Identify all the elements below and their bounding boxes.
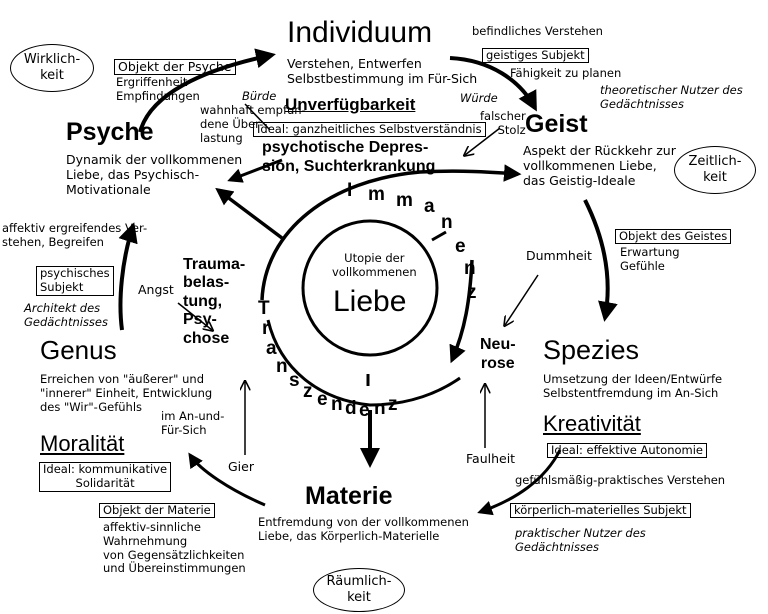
node-spezies-title: Spezies	[543, 335, 640, 365]
label-wuerde: Würde	[460, 91, 498, 105]
label-affektiv-sinnlich: affektiv-sinnliche Wahrnehmung von Gegen…	[103, 520, 246, 576]
center-utopia: Utopie der vollkommenen	[332, 251, 417, 279]
label-gefuehlsmaessig: gefühlsmäßig-praktisches Verstehen	[515, 473, 726, 487]
node-psyche-desc: Dynamik der vollkommenen Liebe, das Psyc…	[66, 152, 243, 197]
center-circle	[301, 219, 439, 357]
node-individuum-title: Individuum	[287, 16, 433, 49]
arrow-immanenz-to-neurose	[449, 259, 474, 364]
label-im-an-und-fuer-sich: im An-und- Für-Sich	[161, 409, 225, 437]
label-koerperlich-subjekt: körperlich-materielles Subjekt	[510, 503, 691, 519]
label-erwartung: Erwartung Gefühle	[620, 245, 680, 273]
arrow-spezies-to-materie	[477, 449, 562, 516]
arc-letter-transzendenz-9: d	[345, 398, 357, 419]
label-trauma: Trauma- belas- tung, Psy- chose	[183, 256, 246, 347]
arc-letter-immanenz-3: m	[396, 190, 413, 211]
arrow-psychotic-to-psyche	[227, 158, 283, 183]
label-wahnhaft: wahnhaft empfun- dene Über- lastung	[200, 103, 306, 145]
label-buerde: Bürde	[242, 89, 277, 103]
arc-letter-transzendenz-10: e	[359, 400, 370, 421]
center-liebe: Liebe	[333, 285, 407, 318]
arrow-wuerde-to-depression	[465, 127, 501, 155]
ellipse-raeumlichkeit: Räumlich- keit	[313, 568, 405, 612]
node-materie-desc: Entfremdung von der vollkommenen Liebe, …	[258, 515, 469, 543]
arc-letter-immanenz-5: n	[441, 212, 453, 233]
arc-letter-immanenz-8: z	[467, 282, 477, 303]
label-moralitaet: Moralität	[40, 431, 125, 456]
arc-letter-immanenz-2: m	[368, 184, 385, 205]
label-architekt: Architekt des Gedächtnisses	[24, 301, 108, 329]
node-spezies-desc: Umsetzung der Ideen/Entwürfe Selbstentfr…	[543, 372, 723, 400]
label-psychotische-depression: psychotische Depres- sion, Suchterkranku…	[262, 139, 436, 176]
label-ideal-kommunikative: Ideal: kommunikative Solidarität	[39, 462, 172, 492]
label-neurose: Neu- rose	[480, 336, 516, 373]
label-ideal-ganzheitlich: Ideal: ganzheitliches Selbstverständnis	[253, 122, 486, 138]
arrow-inner-to-psyche	[215, 187, 284, 240]
node-genus-title: Genus	[40, 335, 117, 365]
arc-letter-transzendenz-1: T	[258, 298, 270, 319]
arrow-geist-to-spezies	[583, 199, 618, 322]
arc-letter-transzendenz-3: a	[266, 338, 277, 359]
arrow-inner-arc-to-geist	[260, 164, 522, 301]
node-geist-title: Geist	[525, 110, 588, 138]
arrow-angst-to-trauma	[177, 302, 212, 330]
arc-letter-transzendenz-11: n	[374, 398, 386, 419]
label-praktischer-nutzer: praktischer Nutzer des Gedächtnisses	[515, 526, 646, 554]
label-objekt-der-materie: Objekt der Materie	[99, 503, 215, 519]
arc-letter-immanenz-6: e	[455, 236, 466, 257]
arrow-transzendenz-loop	[266, 319, 461, 407]
label-objekt-des-geistes: Objekt des Geistes	[615, 229, 732, 245]
dash-immanenz-1	[431, 230, 447, 242]
label-falscher-stolz: falscher Stolz	[480, 109, 526, 137]
label-ergriffenheit: Ergriffenheit Empfindungen	[116, 75, 200, 103]
label-gier: Gier	[228, 459, 254, 474]
label-dummheit: Dummheit	[526, 248, 592, 263]
arrow-materie-to-genus	[188, 452, 266, 507]
arc-letter-immanenz-1: I	[347, 180, 353, 201]
arc-letter-transzendenz-2: r	[262, 318, 270, 339]
arc-letter-transzendenz-7: e	[317, 389, 328, 410]
arrow-genus-to-psyche	[118, 222, 138, 331]
label-unverfuegbarkeit: Unverfügbarkeit	[285, 95, 416, 114]
node-genus-desc: Erreichen von "äußerer" und "innerer" Ei…	[40, 372, 213, 414]
node-psyche-title: Psyche	[66, 118, 154, 146]
node-geist-desc: Aspekt der Rückkehr zur vollkommenen Lie…	[523, 143, 676, 188]
arrow-buerde-to-depression	[244, 103, 271, 131]
arrow-dummheit-to-neurose	[505, 274, 539, 325]
arrow-individuum-to-geist	[449, 56, 537, 112]
label-angst: Angst	[138, 282, 174, 297]
node-materie-title: Materie	[305, 482, 393, 510]
arrow-psyche-to-individuum	[138, 48, 276, 133]
arc-letter-transzendenz-8: n	[331, 394, 343, 415]
arc-letter-transzendenz-5: s	[289, 370, 300, 391]
label-affektiv-ergreifend: affektiv ergreifendes Ver- stehen, Begre…	[2, 221, 148, 249]
node-individuum-desc: Verstehen, Entwerfen Selbstbestimmung im…	[287, 56, 478, 86]
label-faehigkeit: Fähigkeit zu planen	[510, 66, 622, 80]
arc-letter-transzendenz-12: z	[388, 394, 398, 415]
ellipse-wirklichkeit: Wirklich- keit	[10, 44, 94, 92]
label-faulheit: Faulheit	[466, 451, 516, 466]
label-theoretischer-nutzer: theoretischer Nutzer des Gedächtnisses	[600, 83, 743, 111]
label-objekt-der-psyche: Objekt der Psyche	[114, 59, 236, 76]
label-geistiges-subjekt: geistiges Subjekt	[482, 48, 589, 64]
arc-letter-transzendenz-6: z	[303, 381, 313, 402]
label-kreativitaet: Kreativität	[543, 411, 641, 436]
label-ideal-autonomie: Ideal: effektive Autonomie	[547, 443, 708, 459]
arc-letter-transzendenz-4: n	[276, 356, 288, 377]
ellipse-zeitlichkeit: Zeitlich- keit	[674, 146, 756, 194]
arc-letter-immanenz-4: a	[424, 196, 435, 217]
label-befindliches-verstehen: befindliches Verstehen	[472, 24, 603, 38]
label-psychisches-subjekt: psychisches Subjekt	[36, 266, 114, 296]
arc-letter-immanenz-7: n	[464, 258, 476, 279]
